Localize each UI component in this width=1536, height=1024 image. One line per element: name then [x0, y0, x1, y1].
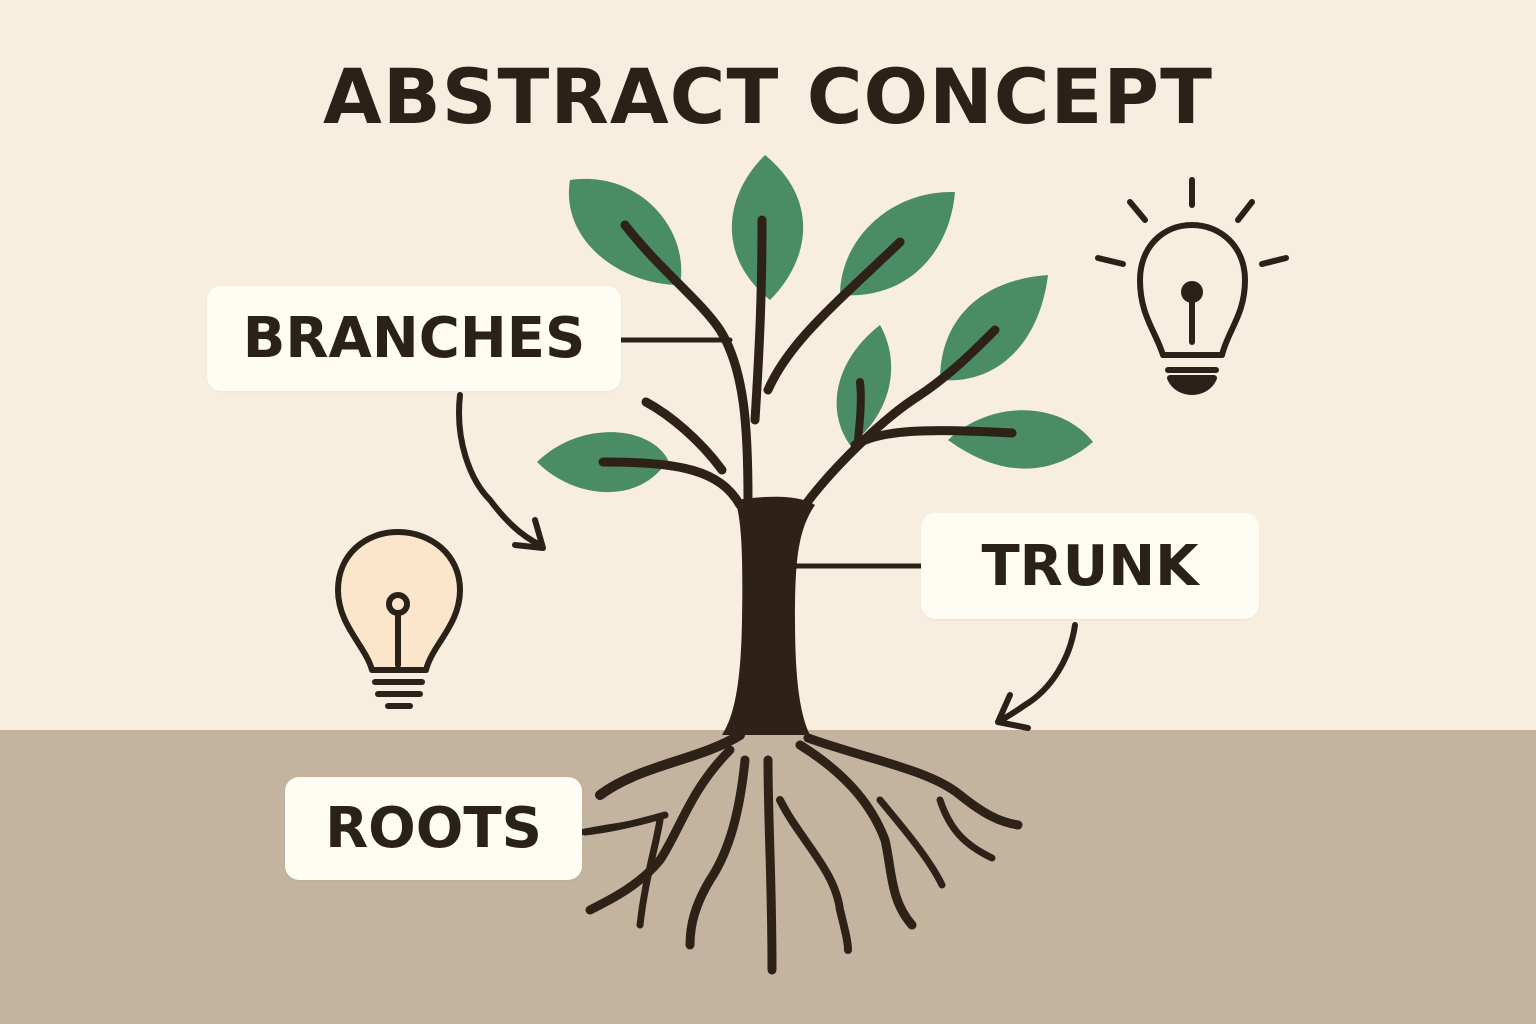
leaf — [731, 155, 804, 300]
tree-branches — [598, 215, 1017, 525]
branch — [598, 457, 745, 510]
root — [776, 796, 852, 954]
tree-trunk — [722, 496, 815, 735]
root — [936, 796, 996, 862]
branches-label: BRANCHES — [207, 286, 621, 391]
arrows — [456, 392, 1078, 835]
arrow-trunk-curve — [995, 622, 1078, 725]
connectors — [618, 337, 924, 569]
branch — [850, 426, 1017, 450]
arrow-trunk-head — [995, 692, 1031, 731]
page-title: ABSTRACT CONCEPT — [323, 52, 1213, 141]
roots-label: ROOTS — [285, 777, 582, 880]
branch — [763, 237, 905, 395]
lightbulb-icon — [1095, 177, 1289, 395]
tree-roots — [581, 730, 1023, 975]
lightbulb-icon — [335, 529, 463, 709]
branch — [790, 325, 1000, 525]
root — [876, 796, 946, 889]
root — [685, 755, 750, 950]
branch — [641, 397, 727, 475]
roots-connector — [580, 819, 643, 835]
leaf — [948, 410, 1093, 469]
root — [585, 745, 735, 915]
trunk-label: TRUNK — [921, 513, 1259, 619]
arrow-branches-head — [512, 517, 546, 551]
root — [595, 730, 745, 800]
root — [763, 755, 777, 975]
arrow-branches-curve — [456, 392, 543, 548]
branch — [750, 215, 767, 425]
branch — [620, 220, 753, 505]
root — [795, 740, 917, 930]
branch — [854, 378, 865, 444]
root — [636, 816, 664, 929]
root — [803, 733, 1023, 830]
